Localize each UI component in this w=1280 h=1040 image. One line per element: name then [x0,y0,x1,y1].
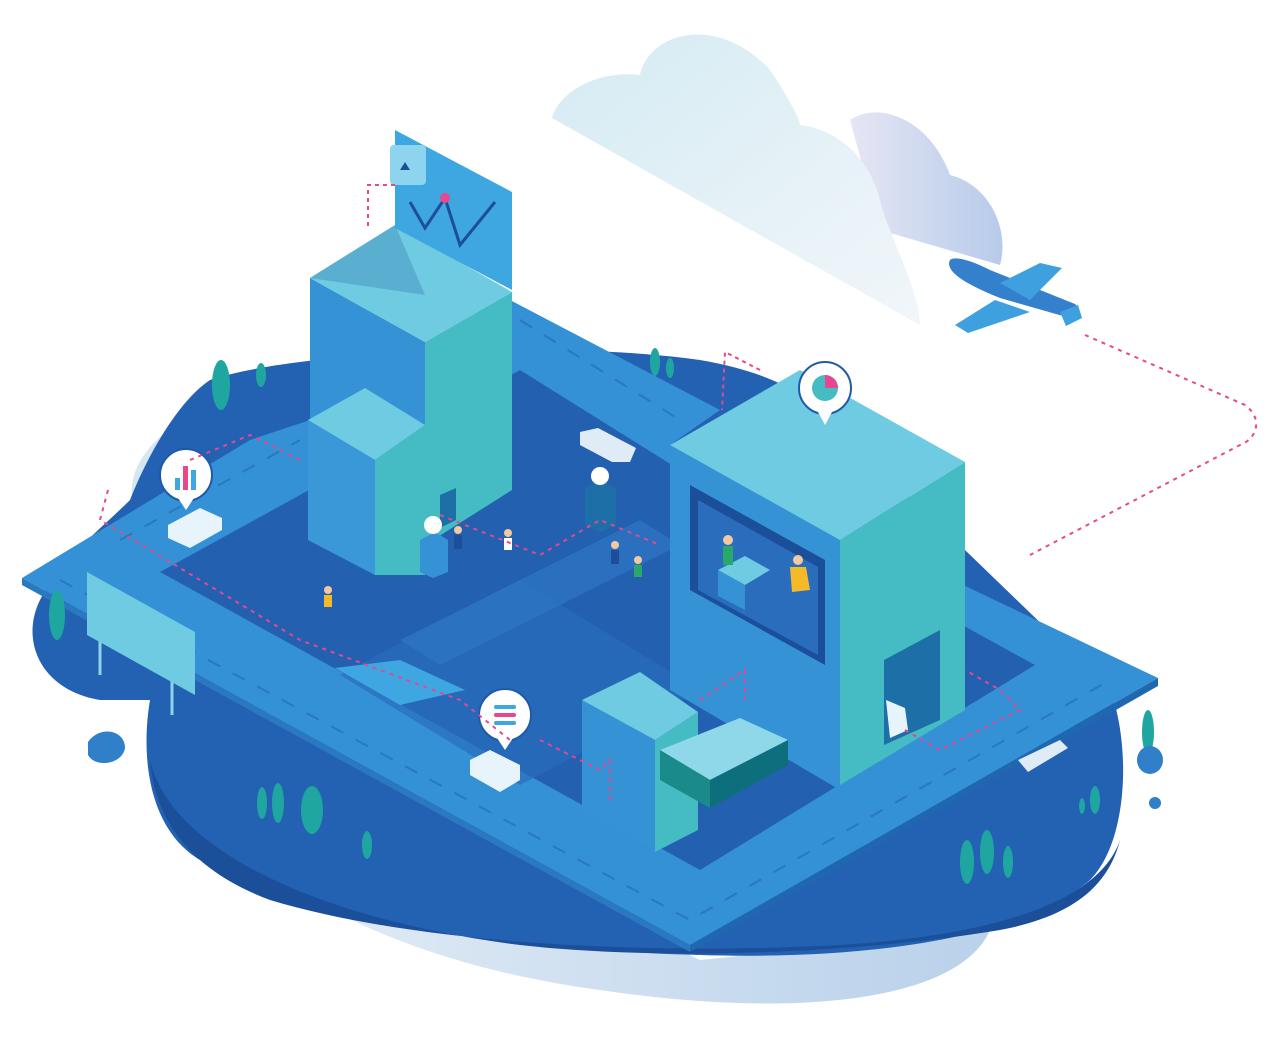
list-bubble-icon [478,688,532,750]
airplane-icon [949,258,1082,333]
data-paths [98,433,1022,800]
bush [1149,797,1161,809]
cloud-icon [552,34,1003,326]
trees [49,348,1154,884]
pie-chart-bubble-icon [798,361,852,425]
billboard [87,572,195,715]
vehicles [168,428,1068,792]
small-building [582,672,788,852]
left-tall-building [308,225,512,575]
kiosks [420,467,616,578]
line-chart-panel-icon [390,130,512,290]
bush [1137,746,1163,774]
bar-chart-bubble-icon [159,448,213,510]
pond [88,731,125,764]
people [324,526,642,607]
road-markings [59,579,1111,922]
right-building [670,370,965,790]
flight-path [1029,334,1258,556]
